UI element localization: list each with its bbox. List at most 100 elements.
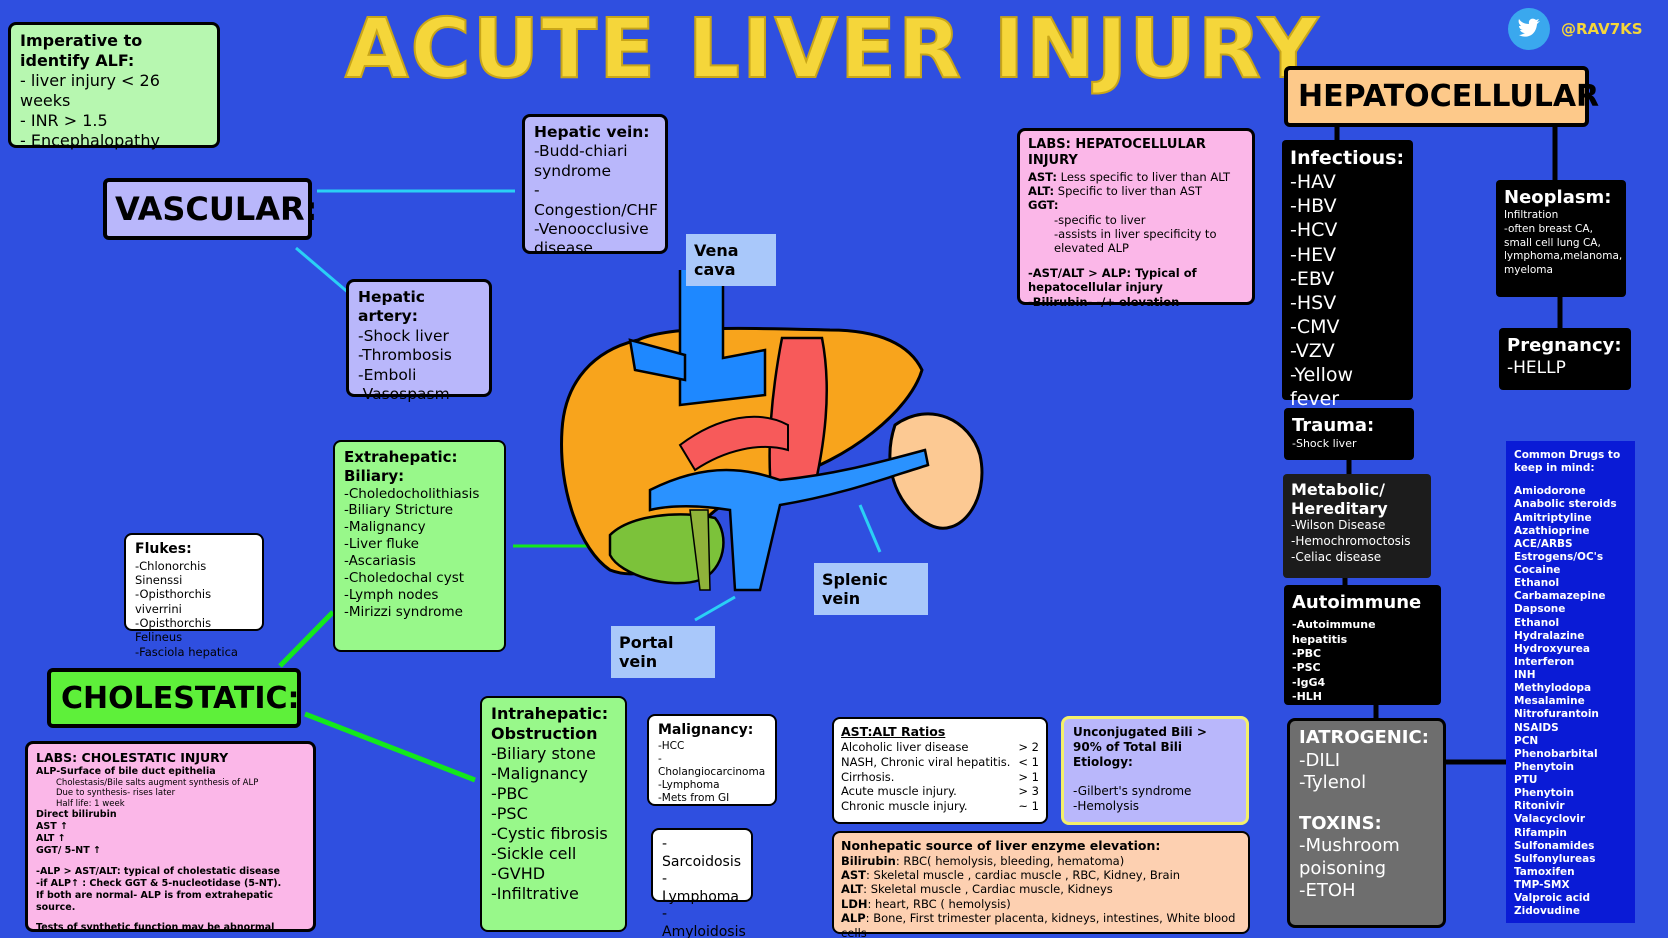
hepatic-artery-shape (678, 415, 789, 472)
iatrogenic-box: IATROGENIC: -DILI -Tylenol TOXINS: -Mush… (1287, 718, 1446, 928)
autoimmune-box: Autoimmune -Autoimmune hepatitis -PBC -P… (1284, 585, 1441, 705)
connector-splenic (858, 504, 882, 553)
unconjugated-heading: Unconjugated Bili > 90% of Total Bili Et… (1073, 725, 1207, 769)
nonhepatic-value: : heart, RBC ( hemolysis) (867, 896, 1011, 911)
spleen-shape (888, 412, 984, 530)
nonhepatic-key: ALT (841, 882, 864, 897)
twitter-icon[interactable] (1508, 8, 1550, 50)
hepatic-vein-shape (628, 338, 687, 382)
intrahepatic-box: Intrahepatic: Obstruction -Biliary stone… (480, 696, 627, 932)
infectious-items: -HAV -HBV -HCV -HEV -EBV -HSV -CMV -VZV … (1290, 171, 1354, 411)
nonhepatic-value: : RBC( hemolysis, bleeding, hematoma) (895, 853, 1125, 868)
infectious-heading: Infectious: (1290, 147, 1405, 169)
metabolic-box: Metabolic/ Hereditary -Wilson Disease -H… (1283, 474, 1431, 578)
extrahepatic-heading: Extrahepatic: Biliary: (344, 448, 458, 485)
ratio-value: ~ 1 (1018, 799, 1039, 814)
nonhepatic-row: LDH: heart, RBC ( hemolysis) (841, 897, 1241, 911)
ratio-row: Cirrhosis.> 1 (841, 770, 1039, 785)
hc-labs-alt-value: Specific to liver than AST (1054, 183, 1203, 198)
common-drugs-heading: Common Drugs to keep in mind: (1514, 449, 1621, 475)
neoplasm-items: -often breast CA, small cell lung CA, ly… (1504, 223, 1623, 276)
common-drugs-box: Common Drugs to keep in mind: Amiodorone … (1506, 441, 1635, 923)
trauma-heading: Trauma: (1292, 415, 1375, 436)
connector-portal (694, 595, 736, 622)
pregnancy-box: Pregnancy: -HELLP (1499, 328, 1631, 390)
hepatic-artery-heading: Hepatic artery: (358, 288, 425, 326)
vena-cava-shape (678, 270, 767, 407)
metabolic-heading: Metabolic/ Hereditary (1291, 480, 1388, 519)
ratio-heading: AST:ALT Ratios (841, 724, 946, 739)
pregnancy-items: -HELLP (1507, 358, 1566, 379)
infiltrative-items: -Sarcoidosis -Lymphoma -Amyloidosis (662, 836, 746, 938)
hepatic-vein-items: -Budd-chiari syndrome -Congestion/CHF -V… (534, 142, 658, 258)
cholestatic-labs-box: LABS: CHOLESTATIC INJURY ALP-Surface of … (25, 741, 316, 934)
nonhepatic-key: Bilirubin (841, 853, 896, 868)
infiltrative-box: -Sarcoidosis -Lymphoma -Amyloidosis (651, 828, 753, 938)
nonhepatic-key: LDH (841, 896, 868, 911)
ratio-value: > 3 (1018, 784, 1039, 799)
hc-labs-heading: LABS: HEPATOCELLULAR INJURY (1028, 137, 1206, 169)
autoimmune-heading: Autoimmune (1292, 592, 1422, 613)
ratio-row: Chronic muscle injury. ~ 1 (841, 799, 1039, 814)
liver-illustration (560, 270, 984, 592)
nonhepatic-row: AST: Skeletal muscle , cardiac muscle , … (841, 868, 1241, 882)
nonhepatic-rows: Bilirubin: RBC( hemolysis, bleeding, hem… (841, 854, 1241, 938)
ratio-box: AST:ALT Ratios Alcoholic liver disease> … (832, 717, 1048, 824)
cholestatic-labs-rest: Direct bilirubin AST ↑ ALT ↑ GGT/ 5-NT ↑ (36, 809, 117, 856)
ratio-value: > 2 (1018, 739, 1039, 754)
toxins-heading: TOXINS: (1299, 812, 1382, 834)
nonhepatic-row: ALP: Bone, First trimester placenta, kid… (841, 911, 1241, 938)
ratio-label: Chronic muscle injury. (841, 799, 968, 814)
connector-cholestatic-extra (278, 610, 335, 668)
malignancy-heading: Malignancy: (658, 722, 754, 738)
page-title: ACUTE LIVER INJURY (344, 1, 1320, 98)
ratio-row: NASH, Chronic viral hepatitis.< 1 (841, 755, 1039, 770)
hepatocellular-header: HEPATOCELLULAR (1284, 66, 1599, 127)
intrahepatic-items: -Biliary stone -Malignancy -PBC -PSC -Cy… (491, 744, 608, 903)
neoplasm-sub: Infiltration (1504, 209, 1559, 222)
unconjugated-items: -Gilbert's syndrome -Hemolysis (1073, 784, 1192, 813)
alf-items: - liver injury < 26 weeks - INR > 1.5 - … (20, 71, 160, 150)
alf-box: Imperative to identify ALF: - liver inju… (8, 22, 220, 150)
nonhepatic-value: : Skeletal muscle , Cardiac muscle, Kidn… (863, 882, 1113, 897)
cholestatic-labs-alp-sub: Cholestasis/Bile salts augment synthesis… (56, 777, 259, 809)
hepatic-vein-heading: Hepatic vein: (534, 123, 650, 141)
bile-duct-shape (689, 509, 711, 591)
ratio-label: Acute muscle injury. (841, 784, 957, 799)
cholestatic-header: CHOLESTATIC: (47, 668, 301, 728)
infectious-box: Infectious: -HAV -HBV -HCV -HEV -EBV -HS… (1282, 140, 1413, 410)
iatrogenic-heading: IATROGENIC: (1299, 727, 1429, 748)
connector-cholestatic-intra (304, 711, 476, 783)
splenic-vein-label: Splenic vein (814, 563, 928, 615)
vascular-header: VASCULAR: (103, 178, 317, 240)
iatrogenic-items: -DILI -Tylenol (1299, 749, 1367, 794)
ratio-label: Cirrhosis. (841, 769, 895, 784)
nonhepatic-key: ALP (841, 911, 866, 926)
flukes-heading: Flukes: (135, 541, 192, 557)
hc-labs-alt-key: ALT: (1028, 183, 1055, 198)
cholestatic-labs-notes: -ALP > AST/ALT: typical of cholestatic d… (36, 865, 282, 913)
pregnancy-heading: Pregnancy: (1507, 335, 1622, 356)
ratio-row: Acute muscle injury. > 3 (841, 784, 1039, 799)
hepatic-artery-box: Hepatic artery: -Shock liver -Thrombosis… (346, 279, 492, 403)
autoimmune-items: -Autoimmune hepatitis -PBC -PSC -IgG4 -H… (1292, 618, 1376, 703)
cholestatic-labs-synthetic: Tests of synthetic function may be abnor… (36, 922, 275, 934)
nonhepatic-value: : Skeletal muscle , cardiac muscle , RBC… (866, 868, 1181, 882)
extrahepatic-items: -Choledocholithiasis -Biliary Stricture … (344, 485, 480, 620)
hc-labs-ggt-items: -specific to liver -assists in liver spe… (1054, 212, 1217, 256)
extrahepatic-box: Extrahepatic: Biliary: -Choledocholithia… (333, 440, 506, 652)
hc-labs-notes: -AST/ALT > ALP: Typical of hepatocellula… (1028, 265, 1197, 309)
toxins-items: -Mushroom poisoning -ETOH (1299, 835, 1400, 901)
intrahepatic-heading: Intrahepatic: Obstruction (491, 704, 609, 743)
hepatic-vein-box: Hepatic vein: -Budd-chiari syndrome -Con… (522, 114, 668, 257)
nonhepatic-value: : Bone, First trimester placenta, kidney… (841, 911, 1236, 938)
unconjugated-box: Unconjugated Bili > 90% of Total Bili Et… (1061, 716, 1249, 825)
twitter-handle[interactable]: @RAV7KS (1561, 20, 1643, 38)
common-drugs-list: Amiodorone Anabolic steroids Amitriptyli… (1514, 485, 1617, 918)
portal-vein-shape (648, 448, 930, 592)
nonhepatic-heading: Nonhepatic source of liver enzyme elevat… (841, 838, 1161, 853)
nonhepatic-row: ALT: Skeletal muscle , Cardiac muscle, K… (841, 882, 1241, 896)
vena-cava-label: Vena cava (686, 234, 776, 286)
